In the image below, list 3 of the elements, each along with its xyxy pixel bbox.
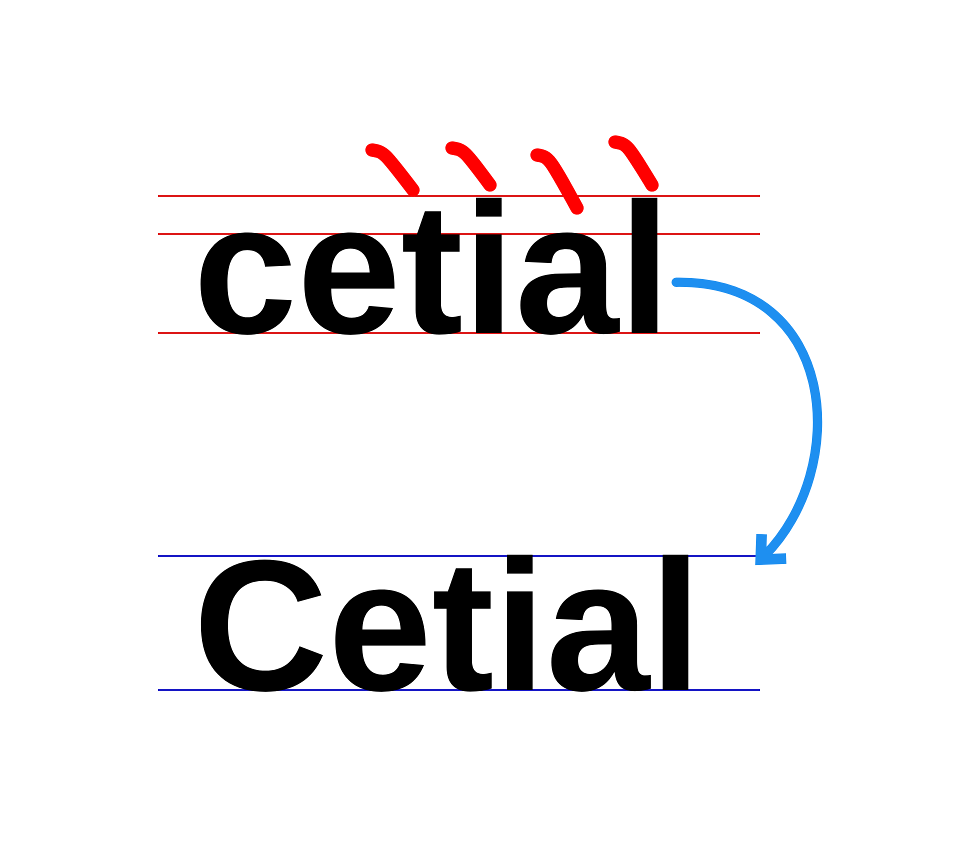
- word: Cetial: [200, 554, 688, 692]
- curved-arrow: [672, 278, 822, 566]
- word: cetial: [200, 198, 658, 335]
